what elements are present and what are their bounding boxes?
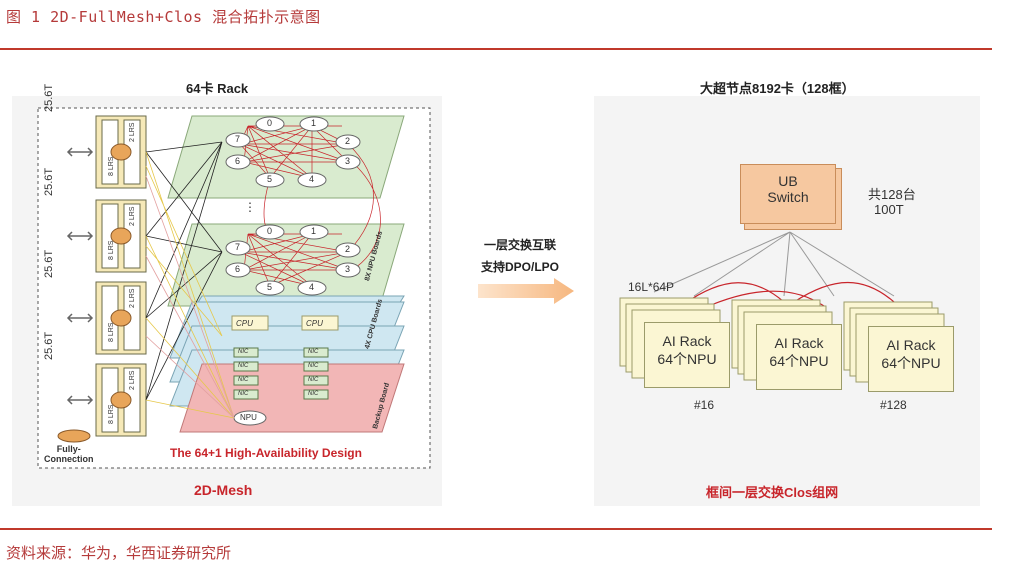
mesh-diagram xyxy=(37,107,431,469)
npu-node-0: 0 xyxy=(267,226,273,236)
switch-count-2: 100T xyxy=(874,202,904,217)
switch-count-1: 共128台 xyxy=(868,187,916,202)
nic-label: NIC xyxy=(308,363,319,369)
lrs-label: 8 LRS xyxy=(108,322,115,342)
design-label: The 64+1 High-Availability Design xyxy=(170,446,362,460)
rack-index: #128 xyxy=(880,398,907,412)
ub-switch: UB Switch xyxy=(740,164,836,224)
interconnect-line1: 一层交换互联 xyxy=(483,238,556,252)
npu-node-4: 4 xyxy=(309,174,315,184)
bandwidth-label: 25.6T xyxy=(43,331,55,360)
lrs-label: 2 LRS xyxy=(129,122,136,142)
fully-connection-label: Fully- Connection xyxy=(44,444,94,464)
npu-node-7: 7 xyxy=(235,134,241,144)
nic-label: NIC xyxy=(308,377,319,383)
ub-switch-label-2: Switch xyxy=(767,189,809,205)
left-bottom-label: 2D-Mesh xyxy=(194,482,253,498)
npu-node-2: 2 xyxy=(345,244,351,254)
npu-node-3: 3 xyxy=(345,264,351,274)
clos-diagram xyxy=(619,231,945,383)
ai-rack-128: AI Rack 64个NPU xyxy=(868,326,954,392)
nic-label: NIC xyxy=(238,377,249,383)
npu-node-4: 4 xyxy=(309,282,315,292)
ai-rack-line1: AI Rack xyxy=(886,337,936,353)
left-title: 64卡 Rack xyxy=(186,81,249,96)
ellipsis: ⋮ xyxy=(244,200,256,214)
npu-node-6: 6 xyxy=(235,264,241,274)
right-arrow-icon xyxy=(478,278,574,304)
link-label: 16L*64P xyxy=(628,280,675,294)
bottom-rule xyxy=(0,528,992,530)
right-bottom-label: 框间一层交换Clos组网 xyxy=(706,485,839,500)
bandwidth-label: 25.6T xyxy=(43,167,55,196)
npu-node-0: 0 xyxy=(267,118,273,128)
npu-node-5: 5 xyxy=(267,282,273,292)
nic-label: NIC xyxy=(238,391,249,397)
ai-rack-line1: AI Rack xyxy=(662,333,712,349)
ai-rack-line1: AI Rack xyxy=(774,335,824,351)
npu-node-7: 7 xyxy=(235,242,241,252)
nic-label: NIC xyxy=(308,349,319,355)
top-rule xyxy=(0,48,992,50)
lrs-label: 2 LRS xyxy=(129,288,136,308)
lrs-label: 8 LRS xyxy=(108,156,115,176)
npu-node-2: 2 xyxy=(345,136,351,146)
npu-node-5: 5 xyxy=(267,174,273,184)
figure-title: 图 1 2D-FullMesh+Clos 混合拓扑示意图 xyxy=(6,8,321,26)
cpu-label: CPU xyxy=(236,319,253,328)
source-note: 资料来源：华为，华西证券研究所 xyxy=(6,544,232,562)
ai-rack-1: AI Rack 64个NPU xyxy=(756,324,842,390)
bandwidth-label: 25.6T xyxy=(43,83,55,112)
ai-rack-line2: 64个NPU xyxy=(657,351,717,367)
nic-label: NIC xyxy=(238,349,249,355)
lrs-label: 8 LRS xyxy=(108,240,115,260)
npu-node-3: 3 xyxy=(345,156,351,166)
npu-label: NPU xyxy=(240,413,257,422)
lrs-label: 8 LRS xyxy=(108,404,115,424)
ai-rack-line2: 64个NPU xyxy=(769,353,829,369)
npu-node-6: 6 xyxy=(235,156,241,166)
npu-node-1: 1 xyxy=(311,226,317,236)
nic-label: NIC xyxy=(308,391,319,397)
interconnect-line2: 支持DPO/LPO xyxy=(480,260,559,274)
cpu-label: CPU xyxy=(306,319,323,328)
right-title: 大超节点8192卡（128框） xyxy=(700,81,855,96)
rack-index: #16 xyxy=(694,398,715,412)
bandwidth-label: 25.6T xyxy=(43,249,55,278)
nic-label: NIC xyxy=(238,363,249,369)
lrs-label: 2 LRS xyxy=(129,370,136,390)
lrs-label: 2 LRS xyxy=(129,206,136,226)
npu-node-1: 1 xyxy=(311,118,317,128)
ub-switch-label-1: UB xyxy=(778,173,798,189)
ai-rack-line2: 64个NPU xyxy=(881,355,941,371)
ai-rack-16: AI Rack 64个NPU xyxy=(644,322,730,388)
